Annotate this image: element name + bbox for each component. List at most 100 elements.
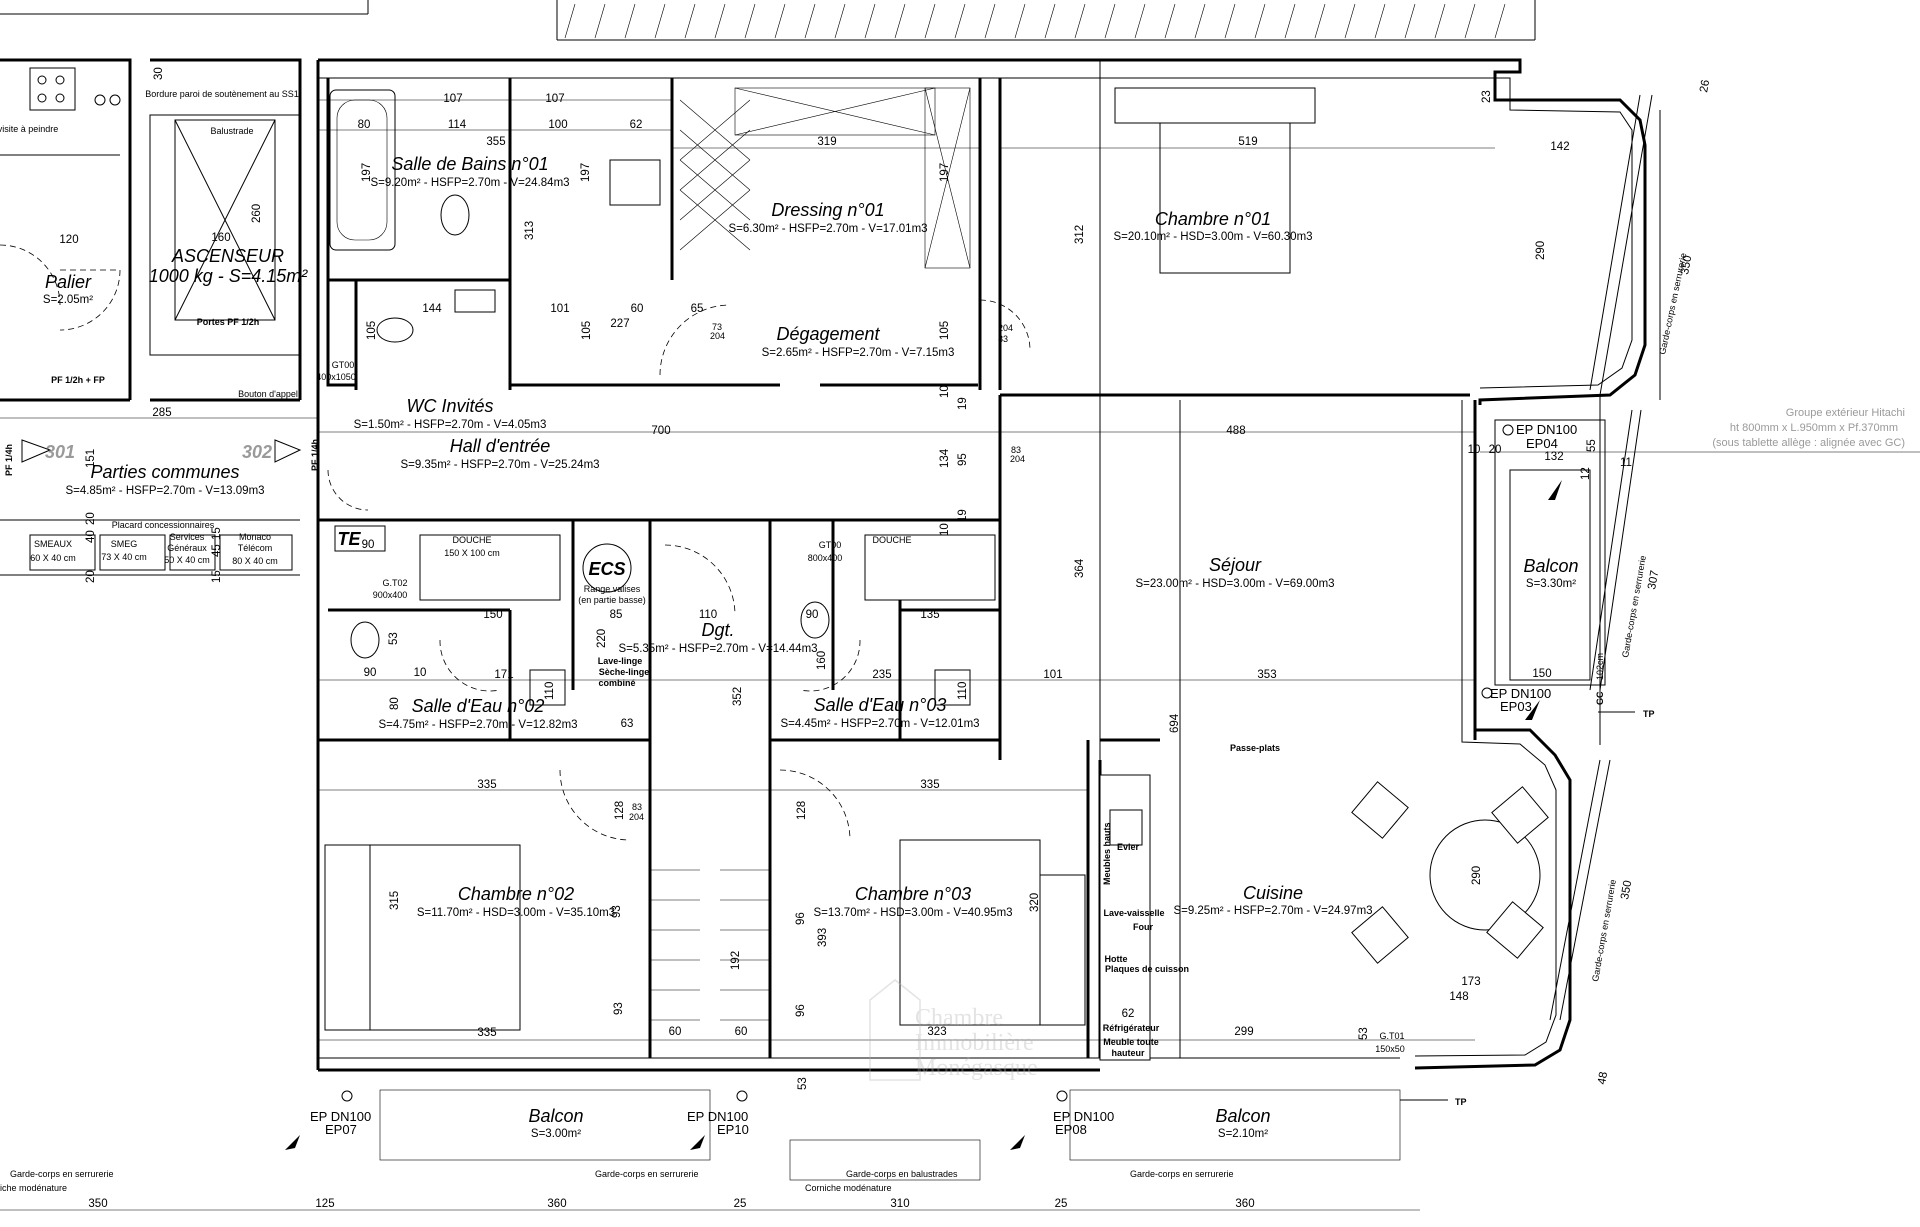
room-name-balcon-sud-est: Balcon [1215,1106,1270,1126]
dim: 105 [581,321,593,340]
services-label-2: Généraux [167,543,207,553]
services-label-1: Services [170,532,205,542]
gt02-size: 900x400 [373,590,408,600]
dim: 290 [1471,866,1483,885]
dim: 355 [486,136,505,148]
lave-vaisselle-label: Lave-vaisselle [1103,908,1164,918]
dim: 320 [1029,893,1041,912]
four-label: Four [1133,922,1153,932]
dim: 352 [732,687,744,706]
room-specs-sejour: S=23.00m² - HSD=3.00m - V=69.00m3 [1135,578,1334,590]
dim: 10 [414,667,427,679]
room-name-chambre-02: Chambre n°02 [458,884,574,904]
ep04-line2: EP04 [1526,436,1558,451]
portes-pf-label: Portes PF 1/2h [197,317,260,327]
room-specs-chambre-02: S=11.70m² - HSD=3.00m - V=35.10m3 [417,907,615,919]
douche-label-03: DOUCHE [872,535,911,545]
combine-label: combiné [598,678,635,688]
services-size: 50 X 40 cm [164,555,210,565]
garde-corps-mid-right: Garde-corps en serrurerie [1620,555,1648,659]
dim: 96 [795,912,807,925]
gt00-size: 800x400 [808,553,843,563]
door-301: 301 [45,442,75,462]
dim: 80 [389,697,401,710]
hotte-label: Hotte [1105,954,1128,964]
placard-label: Placard concessionnaires [112,520,215,530]
gc-size: 102cm [1595,653,1605,680]
ecs-note-2: (en partie basse) [578,595,646,605]
ep10-line2: EP10 [717,1122,749,1137]
equipment-labels: ECS Range valises (en partie basse) DOUC… [0,89,1405,1058]
dim: 90 [364,667,377,679]
dim: 290 [1535,241,1547,260]
dim: 45 [211,544,223,557]
plaques-label: Plaques de cuisson [1105,964,1189,974]
refrigerateur-label: Réfrigérateur [1103,1023,1160,1033]
room-name-chambre-03: Chambre n°03 [855,884,971,904]
room-specs-balcon-sud-ouest: S=3.00m² [531,1128,581,1140]
room-specs-dressing-01: S=6.30m² - HSFP=2.70m - V=17.01m3 [728,223,927,235]
dim: 93 [611,905,623,918]
dim: 10 [939,385,951,398]
room-name-balcon-sud-ouest: Balcon [528,1106,583,1126]
bottom-dim: 360 [1235,1198,1254,1210]
passe-plats-label: Passe-plats [1230,743,1280,753]
bottom-dim: 310 [890,1198,909,1210]
dim: 335 [477,1027,496,1039]
ecs-label: ECS [588,559,625,579]
dim: 312 [1074,225,1086,244]
dim: 90 [806,609,819,621]
tp-label-bottom: TP [1455,1097,1467,1107]
dim: 335 [920,779,939,791]
room-name-dgt: Dgt. [701,620,734,640]
bottom-dim: 360 [547,1198,566,1210]
dim: 107 [545,93,564,105]
drainage-points: EP DN100 EP04 EP DN100 EP03 EP DN100 EP0… [285,422,1577,1150]
room-name-hall-entree: Hall d'entrée [450,436,551,456]
smeaux-label: SMEAUX [34,539,72,549]
dim: 134 [939,448,951,468]
garde-corps-balcon-droit: Garde-corps en serrurerie [1130,1169,1234,1179]
room-name-sejour: Séjour [1209,555,1262,575]
dim: 90 [362,539,375,551]
dimension-texts: 107 107 80 114 100 62 355 319 197 197 19… [59,67,1712,1210]
ep04-line1: EP DN100 [1516,422,1577,437]
dim: 197 [580,163,592,182]
dim: 197 [361,163,373,182]
smeg-size: 73 X 40 cm [101,552,147,562]
dim: 53 [797,1077,809,1090]
dim: 73 [712,322,722,332]
dim: 160 [211,232,230,244]
dim: 128 [796,801,808,820]
ecs-note-1: Range valises [584,584,641,594]
door-302: 302 [242,442,272,462]
room-labels: Salle de Bains n°01 S=9.20m² - HSFP=2.70… [43,154,1579,1140]
corniche-label: Corniche modénature [805,1183,892,1193]
room-name-salle-deau-02: Salle d'Eau n°02 [412,696,545,716]
room-specs-parties-communes: S=4.85m² - HSFP=2.70m - V=13.09m3 [65,485,264,497]
visite-label: visite à peindre [0,124,58,134]
dim: 285 [152,407,171,419]
gt00-label: GT00 [819,540,842,550]
bottom-dim: 25 [734,1198,747,1210]
garde-corps-balcon-gauche: Garde-corps en serrurerie [595,1169,699,1179]
dim: 110 [544,682,556,700]
room-specs-degagement: S=2.65m² - HSFP=2.70m - V=7.15m3 [762,347,955,359]
dim: 204 [1010,454,1025,464]
dim: 144 [422,303,442,315]
pf-half-fp-label: PF 1/2h + FP [51,375,105,385]
dim: 150 [1532,668,1551,680]
garde-corps-left: Garde-corps en serrurerie [10,1169,114,1179]
douche-label: DOUCHE [452,535,491,545]
ep08-line1: EP DN100 [1053,1109,1114,1124]
dim: 105 [939,321,951,340]
watermark: Chambre Immobilière Monégasque [869,979,1038,1081]
dim: 60 [631,303,644,315]
dim: 100 [548,119,567,131]
room-specs-salle-de-bains-01: S=9.20m² - HSFP=2.70m - V=24.84m3 [370,177,569,189]
smeaux-size: 60 X 40 cm [30,553,76,563]
dim: 350 [1619,880,1634,901]
dimension-lines [0,60,1495,1211]
room-specs-cuisine: S=9.25m² - HSFP=2.70m - V=24.97m3 [1173,905,1372,917]
dim: 80 [358,119,371,131]
